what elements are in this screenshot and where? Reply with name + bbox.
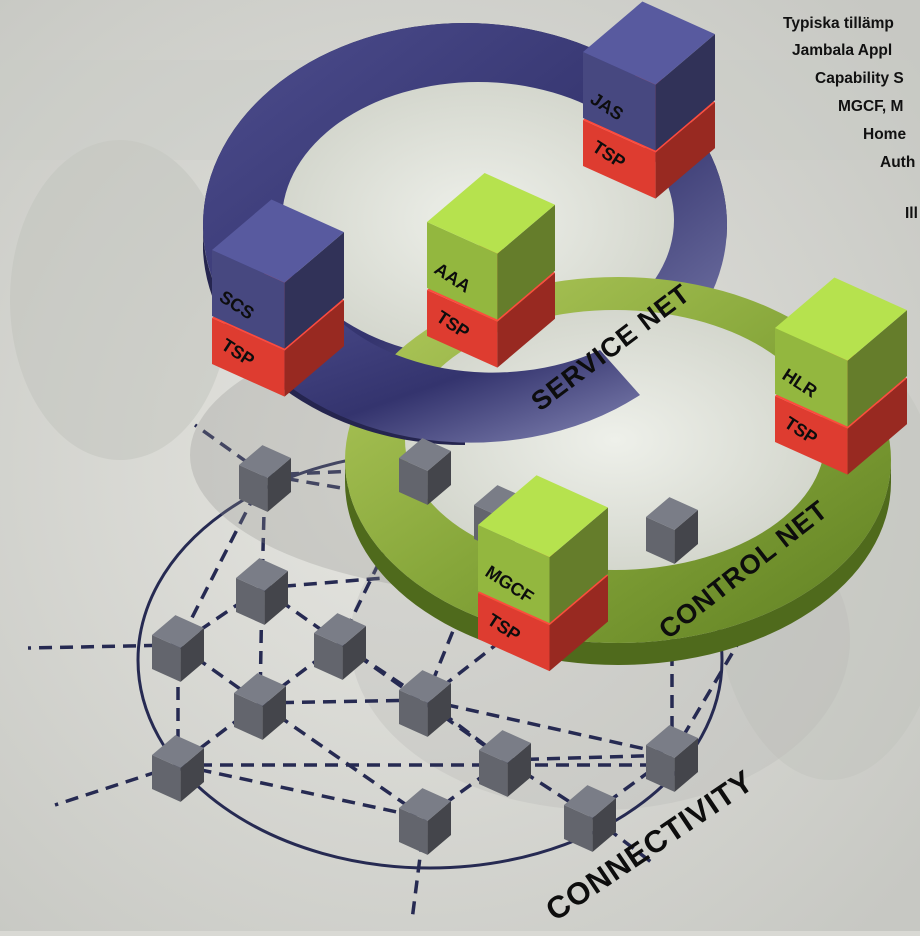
caption-line: Ill xyxy=(905,205,918,222)
connectivity-cube xyxy=(152,615,204,682)
connectivity-cube xyxy=(152,735,204,802)
caption-line: MGCF, M xyxy=(838,98,904,115)
mgcf-block xyxy=(478,475,608,624)
jas-block xyxy=(583,1,715,151)
caption-line: Capability S xyxy=(815,70,904,87)
caption-line: Auth xyxy=(880,154,916,171)
caption-line: Typiska tillämp xyxy=(783,15,894,32)
aaa-block xyxy=(427,173,555,320)
connectivity-cube xyxy=(564,785,616,852)
connectivity-cube xyxy=(399,788,451,855)
caption-line: Home xyxy=(863,126,907,143)
connectivity-cube xyxy=(239,445,291,512)
scs-block xyxy=(212,199,344,349)
connectivity-cube xyxy=(479,730,531,797)
connectivity-cube xyxy=(399,670,451,737)
connectivity-cube xyxy=(314,613,366,680)
connectivity-cube xyxy=(646,725,698,792)
hlr-block xyxy=(775,277,907,427)
caption-line: Jambala Appl xyxy=(792,42,893,59)
connectivity-cube xyxy=(646,497,698,564)
connectivity-cube xyxy=(236,558,288,625)
connectivity-cube xyxy=(399,438,451,505)
connectivity-cube xyxy=(234,673,286,740)
